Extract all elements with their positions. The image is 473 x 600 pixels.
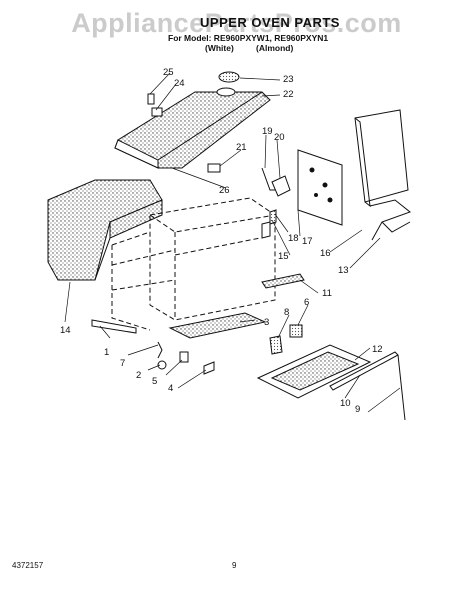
part-front-trim	[91, 319, 137, 334]
leader-lines	[64, 72, 401, 413]
part-bottom-tray	[256, 344, 372, 399]
callout-10: 10	[340, 398, 351, 409]
callout-24: 24	[174, 78, 185, 89]
callout-18: 18	[288, 233, 299, 244]
callout-8: 8	[284, 307, 289, 318]
part-sensor-probe	[261, 167, 275, 191]
callout-12: 12	[372, 344, 383, 355]
variant-almond: (Almond)	[256, 43, 294, 53]
part-side-rail	[261, 273, 305, 289]
callout-13: 13	[338, 265, 349, 276]
part-control-board	[297, 149, 343, 226]
callout-26: 26	[219, 185, 230, 196]
part-filter	[289, 324, 303, 338]
callout-11: 11	[322, 288, 332, 299]
page-number: 9	[232, 561, 237, 570]
callout-5: 5	[152, 376, 157, 387]
part-clip	[157, 341, 163, 359]
part-cap	[218, 71, 240, 83]
callout-21: 21	[236, 142, 247, 153]
callout-3: 3	[264, 317, 269, 328]
callout-17: 17	[302, 236, 313, 247]
part-switch	[203, 361, 215, 375]
callout-6: 6	[304, 297, 309, 308]
callout-2: 2	[136, 370, 141, 381]
oven-cavity-outline	[111, 197, 276, 331]
callout-15: 15	[278, 251, 289, 262]
part-side-panel	[354, 109, 412, 241]
part-sensor-clip	[271, 175, 291, 197]
callout-16: 16	[320, 248, 331, 259]
part-wrap-insulation	[47, 179, 163, 281]
watermark: AppliancePartsPros.com	[71, 8, 402, 38]
callout-20: 20	[274, 132, 285, 143]
part-terminal-block	[207, 163, 221, 173]
variant-white: (White)	[205, 43, 234, 53]
part-bottom-plate	[168, 312, 267, 339]
callout-numbers: 1 2 3 4 5 6 7 8 9 10 11 12 13 14 15 16 1…	[60, 67, 383, 415]
callout-25: 25	[163, 67, 174, 78]
callout-9: 9	[355, 404, 360, 415]
model-line: For Model: RE960PXYW1, RE960PXYN1	[168, 33, 329, 43]
callout-23: 23	[283, 74, 294, 85]
callout-14: 14	[60, 325, 71, 336]
diagram-title: UPPER OVEN PARTS	[200, 15, 340, 30]
callout-4: 4	[168, 383, 173, 394]
part-top-cover	[114, 87, 271, 169]
part-connector	[261, 221, 271, 239]
part-latch	[179, 351, 189, 363]
part-bracket-small	[147, 93, 163, 117]
callout-1: 1	[104, 347, 109, 358]
part-terminal	[269, 209, 277, 225]
document-number: 4372157	[12, 561, 44, 570]
callout-7: 7	[120, 358, 125, 369]
callout-19: 19	[262, 126, 273, 137]
part-trim-rod	[397, 354, 406, 421]
callout-22: 22	[283, 89, 294, 100]
part-bracket	[269, 335, 283, 355]
part-washer	[157, 360, 167, 370]
